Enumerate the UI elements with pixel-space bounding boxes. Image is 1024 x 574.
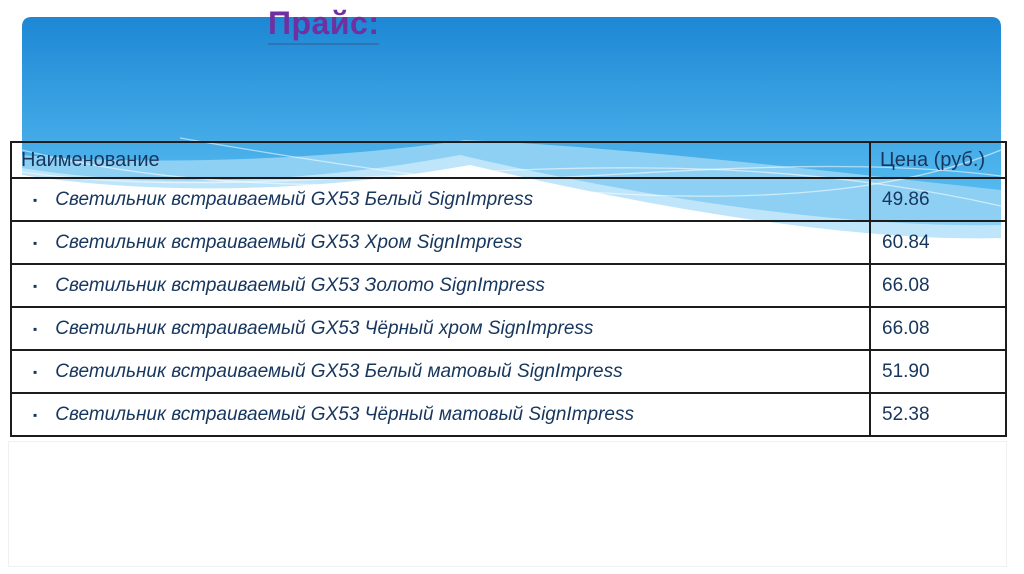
item-name: Светильник встраиваемый GX53 Белый SignI…: [55, 188, 534, 210]
table-header-row: Наименование Цена (руб.): [10, 141, 1007, 179]
bullet-square-icon: ▪: [33, 407, 38, 422]
item-price: 60.84: [869, 220, 1007, 265]
bullet-square-icon: ▪: [33, 321, 38, 336]
item-price: 51.90: [869, 349, 1007, 394]
item-name: Светильник встраиваемый GX53 Белый матов…: [55, 360, 623, 382]
item-name: Светильник встраиваемый GX53 Золото Sign…: [55, 274, 545, 296]
table-row: ▪ Светильник встраиваемый GX53 Хром Sign…: [10, 220, 1007, 265]
price-table-body: ▪ Светильник встраиваемый GX53 Белый Sig…: [10, 177, 1007, 437]
item-price: 49.86: [869, 177, 1007, 222]
bullet-square-icon: ▪: [33, 278, 38, 293]
empty-placeholder-outline: [8, 441, 1007, 567]
table-row: ▪ Светильник встраиваемый GX53 Золото Si…: [10, 263, 1007, 308]
column-header-name: Наименование: [10, 141, 871, 179]
item-price: 52.38: [869, 392, 1007, 437]
item-name: Светильник встраиваемый GX53 Чёрный хром…: [55, 317, 594, 339]
page-title-text: Прайс:: [268, 4, 380, 45]
price-table: Наименование Цена (руб.) ▪ Светильник вс…: [10, 141, 1007, 437]
table-row: ▪ Светильник встраиваемый GX53 Чёрный хр…: [10, 306, 1007, 351]
column-header-price: Цена (руб.): [869, 141, 1007, 179]
item-name: Светильник встраиваемый GX53 Хром SignIm…: [55, 231, 523, 253]
item-name: Светильник встраиваемый GX53 Чёрный мато…: [55, 403, 634, 425]
page-title: Прайс:: [268, 4, 380, 45]
bullet-square-icon: ▪: [33, 235, 38, 250]
item-price: 66.08: [869, 306, 1007, 351]
bullet-square-icon: ▪: [33, 364, 38, 379]
table-row: ▪ Светильник встраиваемый GX53 Чёрный ма…: [10, 392, 1007, 437]
item-price: 66.08: [869, 263, 1007, 308]
table-row: ▪ Светильник встраиваемый GX53 Белый Sig…: [10, 177, 1007, 222]
table-row: ▪ Светильник встраиваемый GX53 Белый мат…: [10, 349, 1007, 394]
bullet-square-icon: ▪: [33, 192, 38, 207]
